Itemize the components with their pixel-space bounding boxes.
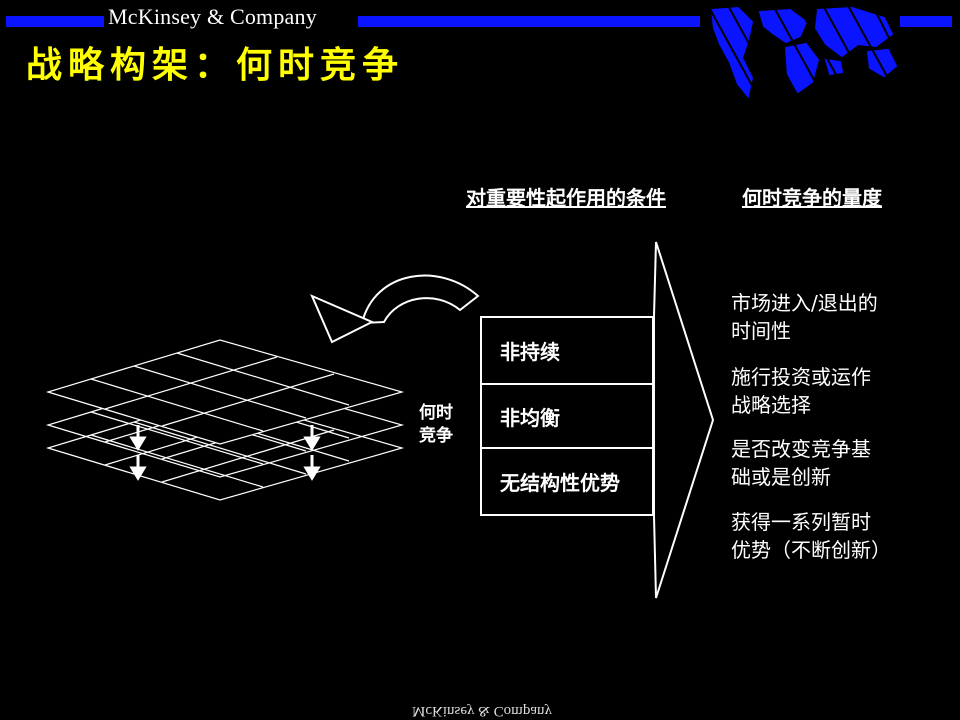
condition-box-2: 非均衡 xyxy=(480,383,654,449)
condition-box-1: 非持续 xyxy=(480,316,654,385)
measure-item-1-line1: 市场进入/退出的 xyxy=(731,291,878,315)
measure-item-2-line2: 战略选择 xyxy=(731,393,811,417)
brand-logo-text: McKinsey & Company xyxy=(108,4,317,29)
header-bar-right xyxy=(900,16,952,27)
measure-item-4-line2: 优势（不断创新） xyxy=(731,538,891,562)
measure-item-4-line1: 获得一系列暂时 xyxy=(731,510,871,534)
footer-mirrored-brand: McKinsey & Company xyxy=(412,703,552,719)
when-compete-label-line1: 何时 xyxy=(419,403,453,423)
measures-header: 何时竞争的量度 xyxy=(742,186,882,210)
header-bar-left xyxy=(6,16,104,27)
page-title: 战略构架：何时竞争 xyxy=(26,45,405,86)
grid-layer-top xyxy=(45,339,405,445)
condition-box-3: 无结构性优势 xyxy=(480,447,654,516)
conditions-header: 对重要性起作用的条件 xyxy=(466,186,666,210)
measure-item-3-line2: 础或是创新 xyxy=(731,465,831,489)
layer-down-arrows xyxy=(129,425,321,481)
measure-item-3-line1: 是否改变竞争基 xyxy=(731,437,871,461)
measure-item-1: 市场进入/退出的 时间性 xyxy=(731,289,878,345)
header-bar-middle xyxy=(358,16,700,27)
measure-item-2-line1: 施行投资或运作 xyxy=(731,365,871,389)
measure-item-3: 是否改变竞争基 础或是创新 xyxy=(731,435,871,491)
measure-item-2: 施行投资或运作 战略选择 xyxy=(731,363,871,419)
measure-item-1-line2: 时间性 xyxy=(731,319,791,343)
big-arrow-outline xyxy=(653,241,715,599)
when-compete-label-line2: 竞争 xyxy=(419,426,453,446)
curved-feedback-arrow xyxy=(360,274,480,325)
measure-item-4: 获得一系列暂时 优势（不断创新） xyxy=(731,508,891,564)
when-compete-label: 何时 竞争 xyxy=(419,402,453,448)
